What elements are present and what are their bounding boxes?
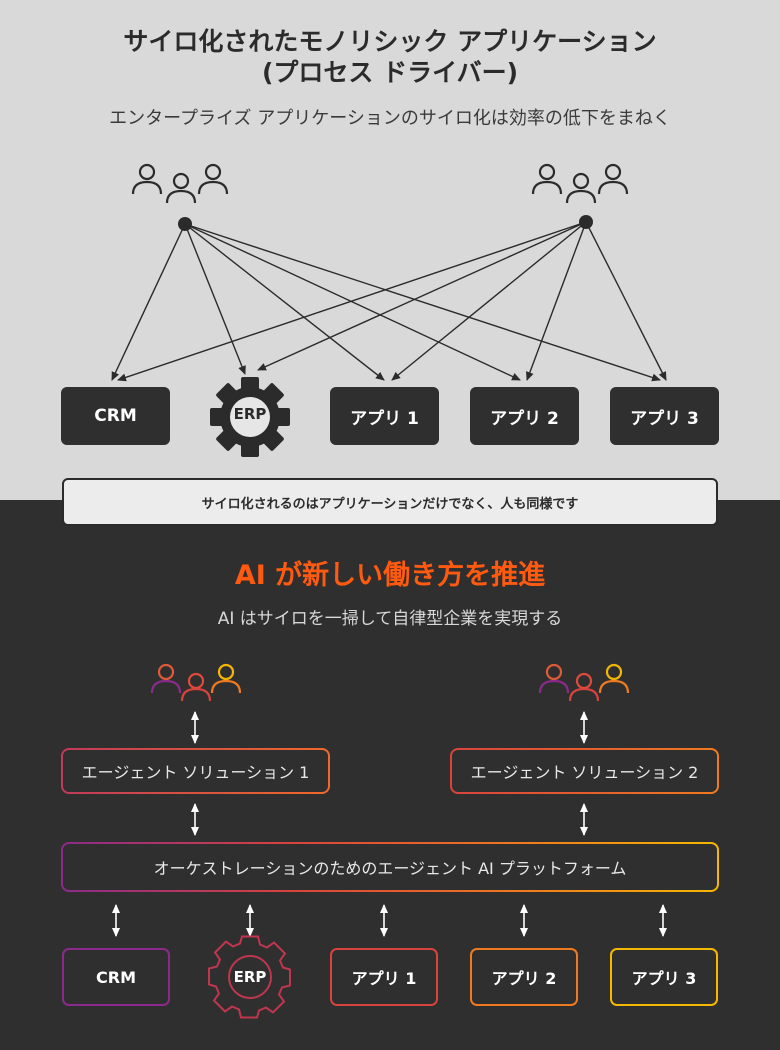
- people-group-bottom-right-icon: [538, 663, 630, 702]
- app-2-top: アプリ 2: [470, 387, 579, 445]
- agent-box-2-outline: [450, 748, 719, 794]
- platform-box-outline: [61, 842, 719, 892]
- bottom-title: AI が新しい働き方を推進: [234, 560, 546, 591]
- app-3-bottom: アプリ 3: [610, 948, 718, 1006]
- app-1-top: アプリ 1: [330, 387, 439, 445]
- agent-box-1-outline: [61, 748, 330, 794]
- agent-solution-2: エージェント ソリューション 2: [470, 763, 699, 782]
- app-2-bottom: アプリ 2: [470, 948, 578, 1006]
- app-1-bottom: アプリ 1: [330, 948, 438, 1006]
- erp-gear-icon-top: [210, 377, 290, 457]
- top-title-line1: サイロ化されたモノリシック アプリケーション: [123, 27, 657, 56]
- people-group-bottom-left-icon: [150, 663, 242, 702]
- bottom-subtitle: AI はサイロを一掃して自律型企業を実現する: [217, 609, 563, 629]
- app-erp-top-label: ERP: [233, 405, 267, 423]
- bottom-section: [0, 500, 780, 1050]
- silo-note-banner: サイロ化されるのはアプリケーションだけでなく、人も同様です: [62, 478, 718, 526]
- app-crm-top: CRM: [61, 387, 170, 445]
- double-arrows-bottom: [112, 711, 667, 937]
- agent-solution-1: エージェント ソリューション 1: [81, 763, 310, 782]
- agent-ai-platform: オーケストレーションのためのエージェント AI プラットフォーム: [153, 859, 627, 878]
- people-group-left-icon: [131, 163, 229, 204]
- arrows-right-hub: [117, 221, 667, 382]
- arrows-left-hub: [111, 223, 661, 382]
- app-3-top: アプリ 3: [610, 387, 719, 445]
- people-group-right-icon: [531, 163, 629, 204]
- app-crm-bottom: CRM: [62, 948, 170, 1006]
- erp-gear-icon-bottom: [208, 935, 291, 1019]
- app-erp-bottom-label: ERP: [233, 968, 267, 986]
- top-subtitle: エンタープライズ アプリケーションのサイロ化は効率の低下をまねく: [109, 108, 671, 129]
- top-title-line2: (プロセス ドライバー): [261, 58, 519, 87]
